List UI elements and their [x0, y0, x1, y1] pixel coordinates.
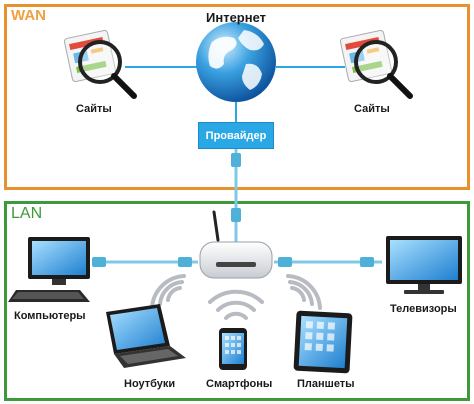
router-icon	[199, 210, 273, 279]
smartphone-icon	[219, 328, 247, 370]
globe-icon	[196, 22, 276, 102]
wifi-signal-icon	[150, 274, 186, 310]
website-magnifier-icon	[339, 29, 413, 99]
ethernet-cable-icon	[274, 257, 382, 267]
desktop-computer-icon	[8, 237, 90, 302]
lan-label: LAN	[11, 205, 43, 222]
computers-label: Компьютеры	[14, 310, 86, 322]
sites-right-label: Сайты	[354, 103, 390, 115]
sites-left-label: Сайты	[76, 103, 112, 115]
wifi-signal-icon	[286, 274, 322, 310]
tvs-label: Телевизоры	[390, 303, 457, 315]
laptop-icon	[106, 304, 186, 368]
website-magnifier-icon	[63, 29, 137, 99]
provider-box: Провайдер	[198, 122, 274, 149]
television-icon	[386, 236, 462, 294]
wan-label: WAN	[11, 7, 46, 24]
ethernet-cable-icon	[231, 149, 241, 246]
wifi-signal-icon	[208, 289, 264, 320]
laptops-label: Ноутбуки	[124, 378, 176, 390]
smartphones-label: Смартфоны	[206, 378, 273, 390]
ethernet-cable-icon	[92, 257, 198, 267]
tablet-icon	[293, 310, 353, 374]
tablets-label: Планшеты	[297, 378, 355, 390]
internet-label: Интернет	[206, 10, 267, 25]
